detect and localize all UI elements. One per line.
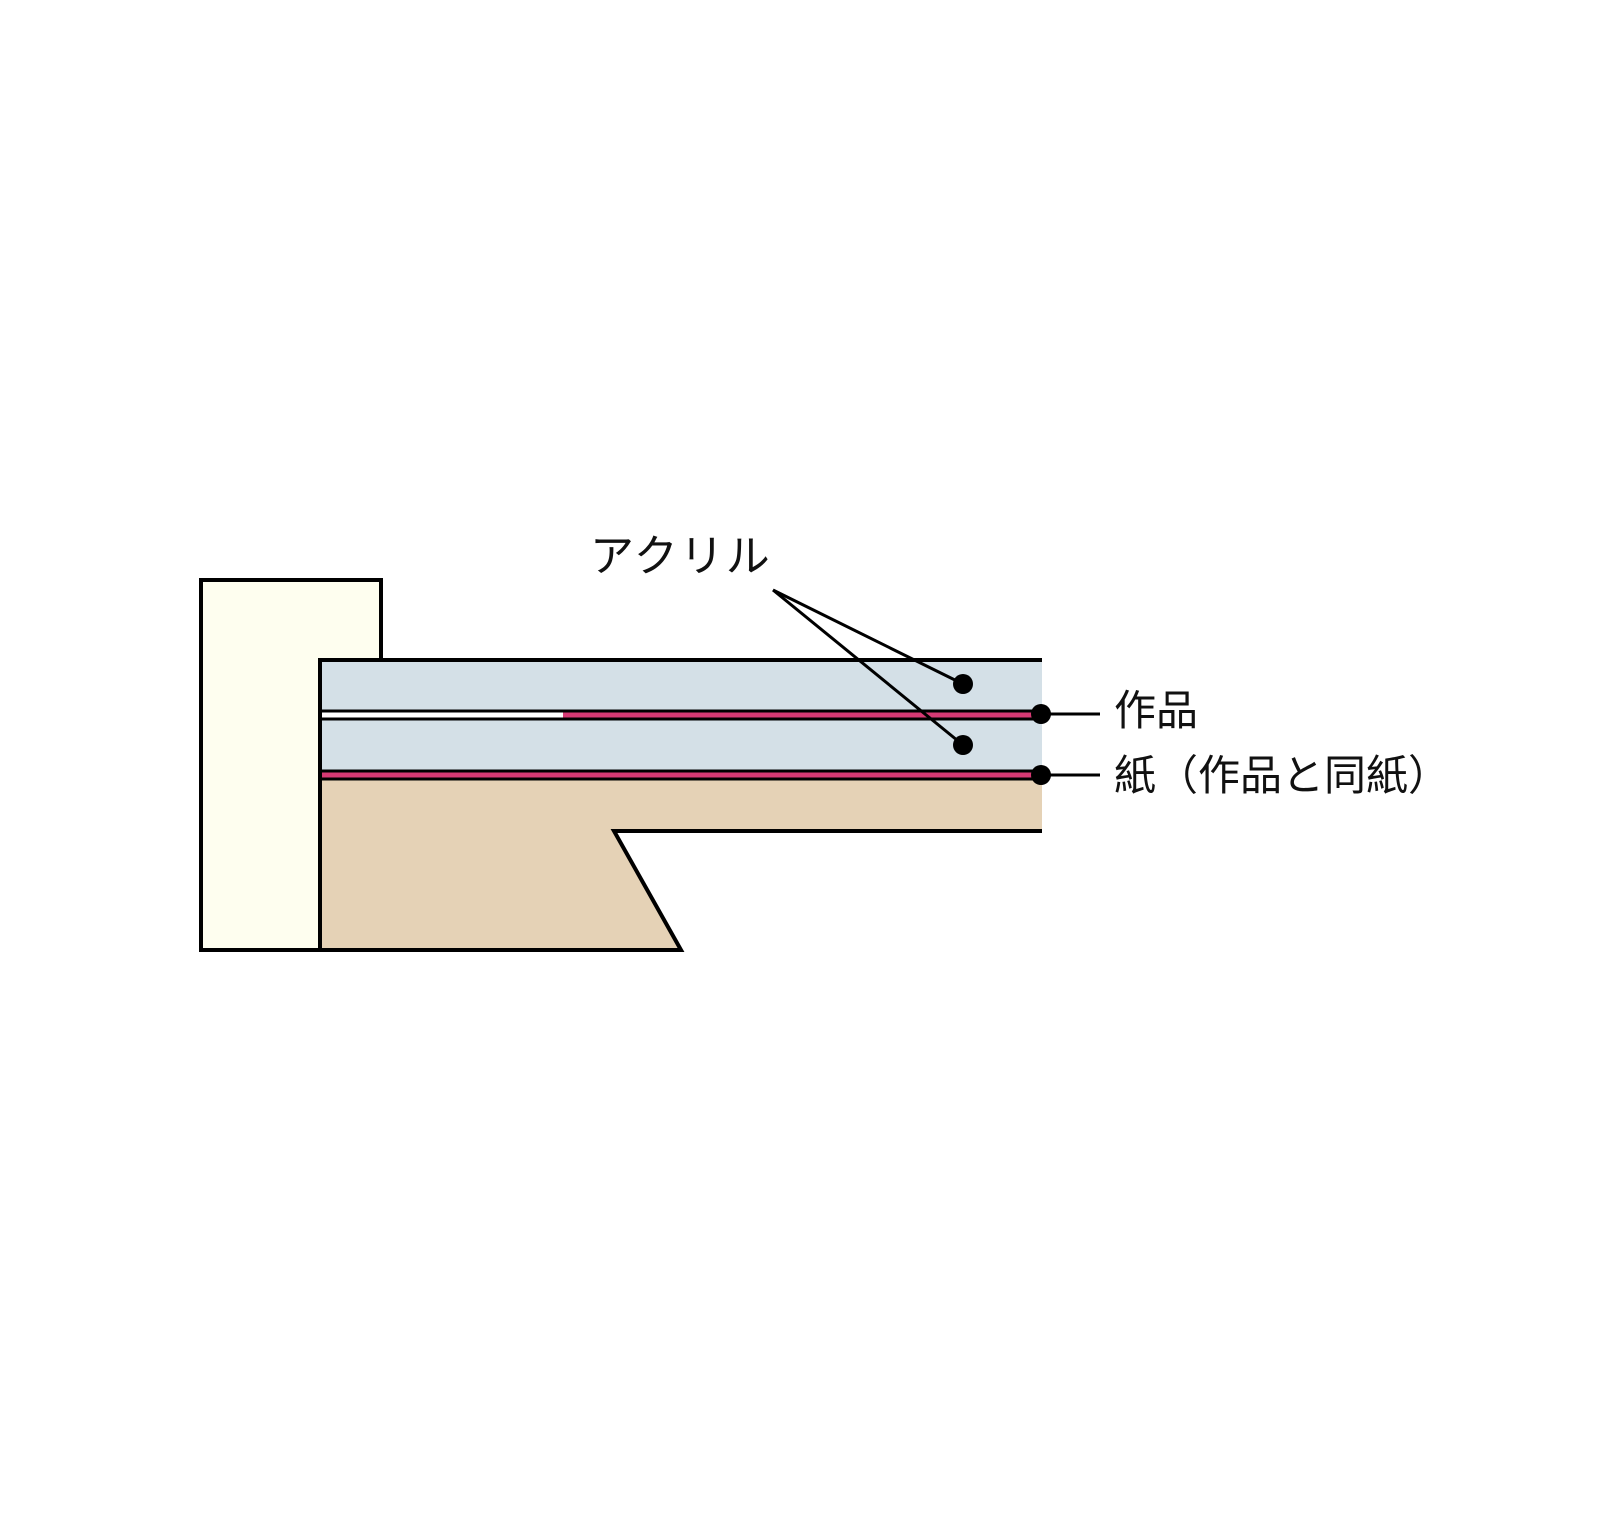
paper-strip: [320, 770, 1042, 780]
work-label: 作品: [1114, 686, 1199, 735]
acrylic-label: アクリル: [590, 531, 772, 582]
acrylic-top-layer: [320, 660, 1042, 710]
work-strip: [563, 712, 1040, 718]
acrylic-bottom-layer: [320, 720, 1042, 770]
paper-label: 紙（作品と同紙）: [1114, 751, 1451, 800]
acrylic-bottom-marker: [953, 735, 973, 755]
acrylic-top-marker: [953, 674, 973, 694]
acrylic-leader-lines: [772, 588, 964, 747]
backing-board: [320, 780, 1042, 950]
backing-board-outline: [320, 829, 1042, 952]
